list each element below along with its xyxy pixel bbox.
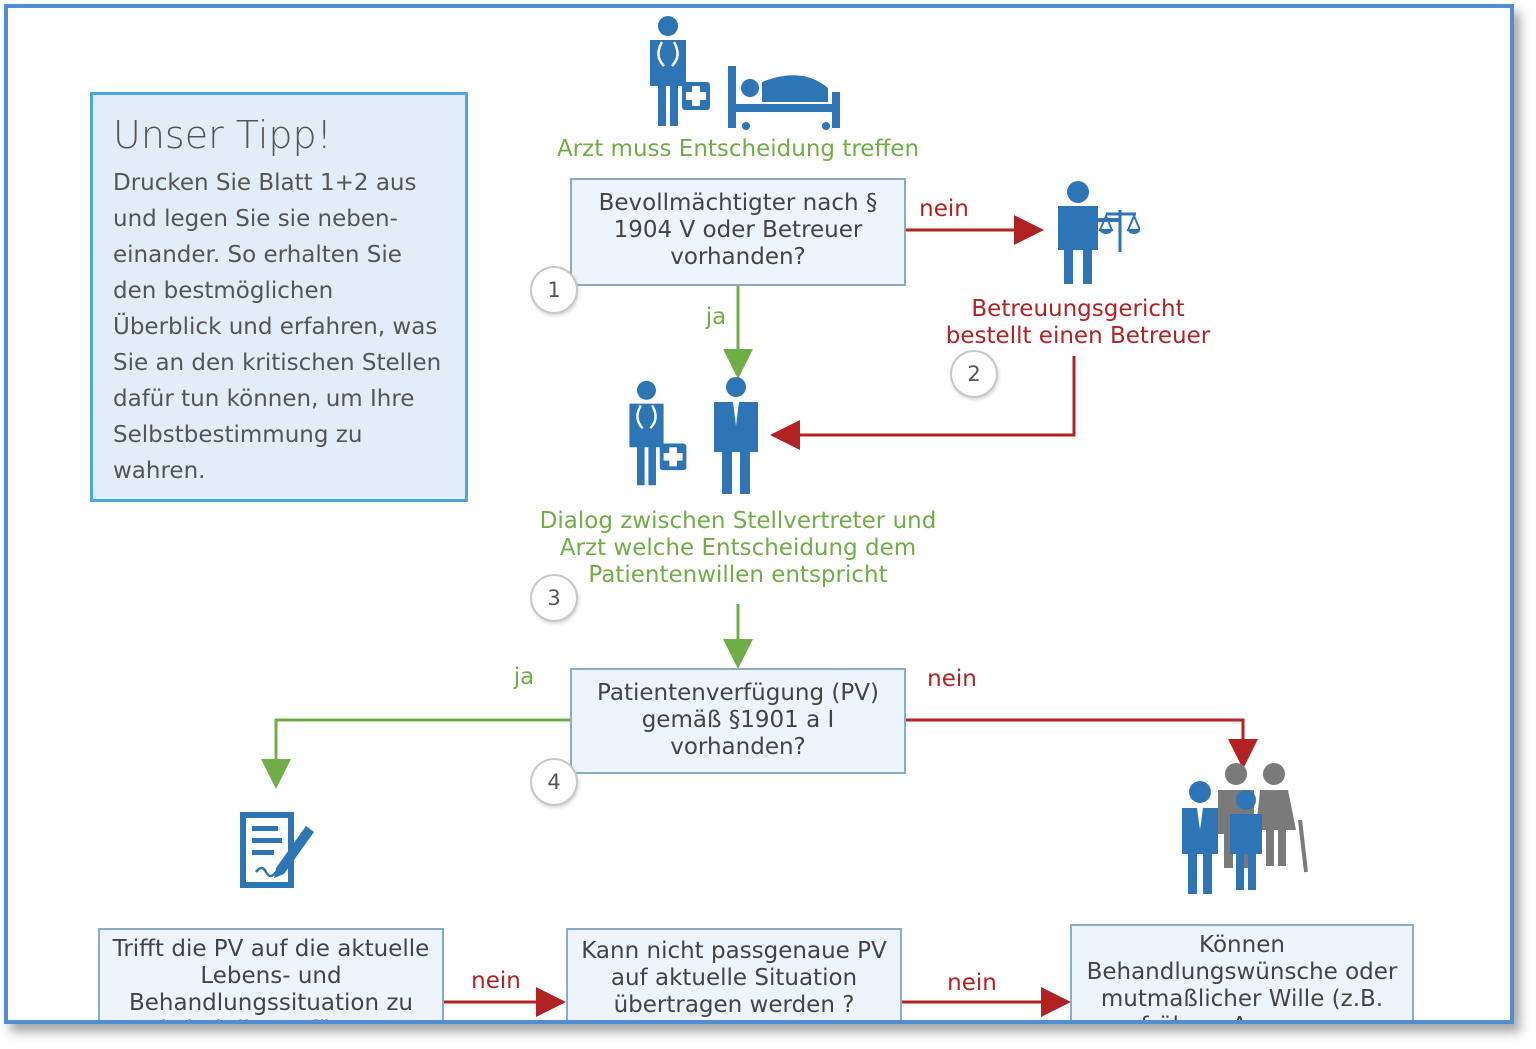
box5-no-label: nein bbox=[471, 968, 521, 994]
box4-no-label: nein bbox=[927, 666, 977, 692]
flow-connectors bbox=[261, 215, 1258, 1017]
box-wishes-question: Können Behandlungswünsche oder mutmaßlic… bbox=[1070, 924, 1414, 1020]
court-label: Betreuungsgericht bestellt einen Betreue… bbox=[945, 296, 1211, 349]
doctor-icon bbox=[629, 380, 687, 486]
representative-icon bbox=[714, 377, 758, 494]
box-transfer-question: Kann nicht passgenaue PV auf aktuelle Si… bbox=[566, 928, 902, 1020]
box5-text: Trifft die PV auf die aktuelle Lebens- u… bbox=[112, 936, 430, 1020]
box1-text: Bevollmächtigter nach § 1904 V oder Betr… bbox=[598, 190, 878, 270]
arrow-court-dialog bbox=[770, 356, 1076, 450]
box1-yes-label: ja bbox=[705, 304, 727, 330]
tip-text: Drucken Sie Blatt 1+2 aus und legen Sie … bbox=[113, 170, 442, 484]
step-marker-4: 4 bbox=[530, 758, 578, 806]
family-icon bbox=[1182, 763, 1308, 894]
doctor-icon bbox=[650, 16, 710, 126]
step-marker-1: 1 bbox=[530, 266, 578, 314]
tip-title: Unser Tipp! bbox=[113, 113, 332, 157]
box-representative-question: Bevollmächtigter nach § 1904 V oder Betr… bbox=[570, 178, 906, 286]
box-advance-directive-question: Patientenverfügung (PV) gemäß §1901 a I … bbox=[570, 668, 906, 774]
step-marker-2: 2 bbox=[950, 350, 998, 398]
box4-text: Patientenverfügung (PV) gemäß §1901 a I … bbox=[597, 680, 879, 760]
box-directive-applies-question: Trifft die PV auf die aktuelle Lebens- u… bbox=[98, 928, 444, 1020]
box1-no-label: nein bbox=[919, 196, 969, 222]
box6-no-label: nein bbox=[947, 970, 997, 996]
box7-text: Können Behandlungswünsche oder mutmaßlic… bbox=[1086, 932, 1398, 1020]
arrow-box4-no bbox=[906, 718, 1258, 769]
step-marker-3: 3 bbox=[530, 574, 578, 622]
judge-icon bbox=[1058, 181, 1140, 284]
top-label: Arzt muss Entscheidung treffen bbox=[556, 136, 920, 162]
box4-yes-label: ja bbox=[513, 664, 535, 690]
document-pen-icon bbox=[240, 812, 314, 888]
patient-bed-icon bbox=[728, 66, 840, 130]
arrow-box4-yes bbox=[261, 718, 570, 789]
box6-text: Kann nicht passgenaue PV auf aktuelle Si… bbox=[581, 938, 887, 1018]
page-frame: Unser Tipp! Drucken Sie Blatt 1+2 aus un… bbox=[4, 4, 1514, 1024]
tip-box: Unser Tipp! Drucken Sie Blatt 1+2 aus un… bbox=[90, 92, 468, 502]
dialog-label: Dialog zwischen Stellvertreter und Arzt … bbox=[539, 508, 937, 588]
